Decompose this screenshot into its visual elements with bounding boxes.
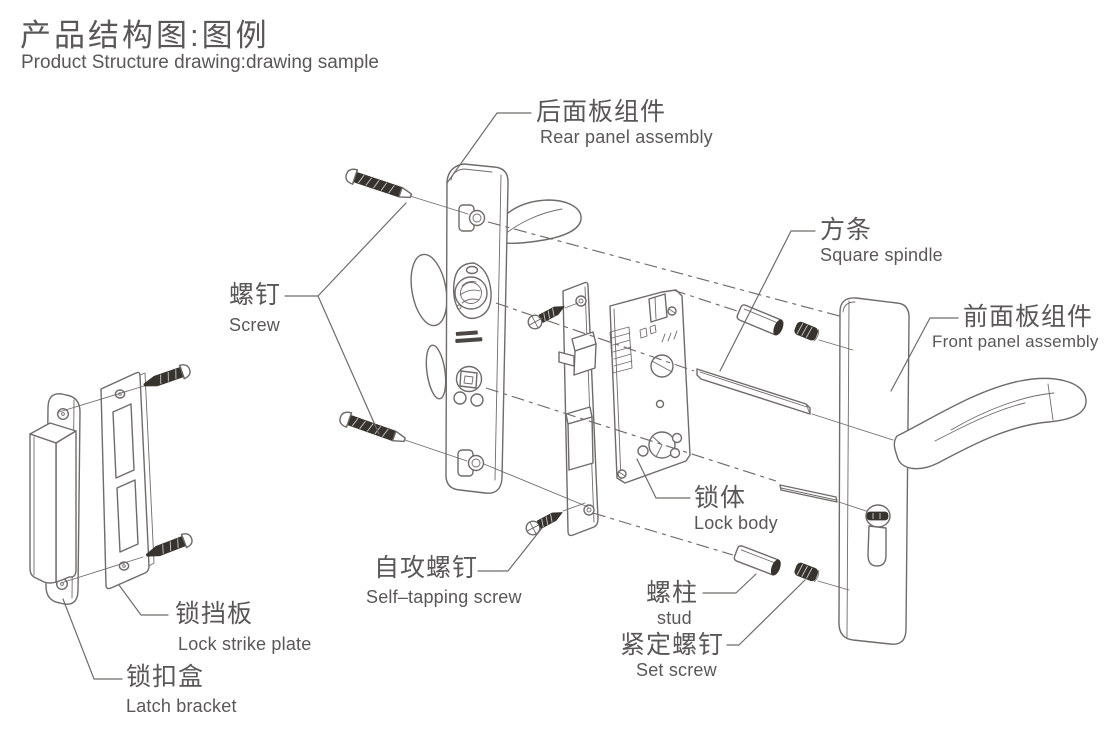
label-set-screw-zh: 紧定螺钉 xyxy=(620,631,725,659)
machine-screw-top xyxy=(343,166,415,204)
label-front-panel-en: Front panel assembly xyxy=(932,331,1099,351)
label-self-tapping-screw-zh: 自攻螺钉 xyxy=(374,554,479,582)
label-latch-bracket-zh: 锁扣盒 xyxy=(126,663,205,691)
latch-bracket-drawing xyxy=(29,393,81,605)
square-spindle-drawing xyxy=(696,368,811,415)
leader-lines xyxy=(62,112,959,680)
label-stud-zh: 螺柱 xyxy=(646,579,699,607)
label-lock-body: 锁体 Lock body xyxy=(694,484,778,533)
label-latch-bracket-en: Latch bracket xyxy=(126,695,237,716)
label-square-spindle-zh: 方条 xyxy=(820,216,873,244)
label-latch-bracket: 锁扣盒 Latch bracket xyxy=(126,663,237,716)
label-square-spindle: 方条 Square spindle xyxy=(820,216,943,265)
label-self-tapping-screw-en: Self–tapping screw xyxy=(366,586,522,607)
assembly-line-strike-bottom xyxy=(60,556,144,584)
label-self-tapping-screw: 自攻螺钉 Self–tapping screw xyxy=(366,554,522,607)
label-screw-en: Screw xyxy=(229,314,281,335)
self-tapping-screw-bottom xyxy=(523,505,567,538)
label-lock-strike-plate-en: Lock strike plate xyxy=(178,633,312,654)
machine-screw-bottom xyxy=(337,409,408,448)
label-square-spindle-en: Square spindle xyxy=(820,244,943,265)
label-lock-body-zh: 锁体 xyxy=(694,484,747,512)
label-rear-panel-en: Rear panel assembly xyxy=(540,126,713,147)
label-lock-strike-plate: 锁挡板 Lock strike plate xyxy=(175,600,311,654)
axis-lines xyxy=(485,221,844,556)
label-stud-en: stud xyxy=(657,607,692,628)
brand-mark xyxy=(455,330,483,343)
set-screw-lower xyxy=(793,561,821,583)
label-front-panel: 前面板组件 Front panel assembly xyxy=(932,303,1099,351)
wood-screw-top xyxy=(141,362,193,393)
label-lock-strike-plate-zh: 锁挡板 xyxy=(175,600,254,628)
stud-lower xyxy=(732,544,783,578)
label-set-screw: 紧定螺钉 Set screw xyxy=(620,631,724,680)
label-rear-panel: 后面板组件 Rear panel assembly xyxy=(536,98,713,147)
strike-plate-drawing xyxy=(100,371,155,590)
rear-panel-assembly-drawing xyxy=(410,163,582,494)
front-panel-assembly-drawing xyxy=(838,297,1087,645)
label-screw: 螺钉 Screw xyxy=(229,281,281,335)
label-stud: 螺柱 stud xyxy=(646,579,698,628)
wood-screw-bottom xyxy=(143,530,195,563)
set-screw-upper xyxy=(793,320,821,343)
label-front-panel-zh: 前面板组件 xyxy=(963,303,1094,331)
page-title-en: Product Structure drawing:drawing sample xyxy=(21,52,380,73)
page-title-zh: 产品结构图:图例 xyxy=(20,18,270,53)
label-rear-panel-zh: 后面板组件 xyxy=(536,98,667,126)
key-spindle-drawing xyxy=(779,484,838,503)
stud-upper xyxy=(735,303,786,338)
label-lock-body-en: Lock body xyxy=(694,512,778,533)
label-screw-zh: 螺钉 xyxy=(229,281,282,309)
label-set-screw-en: Set screw xyxy=(636,659,717,680)
assembly-lines xyxy=(404,195,894,591)
assembly-line-strike-top xyxy=(58,385,145,413)
